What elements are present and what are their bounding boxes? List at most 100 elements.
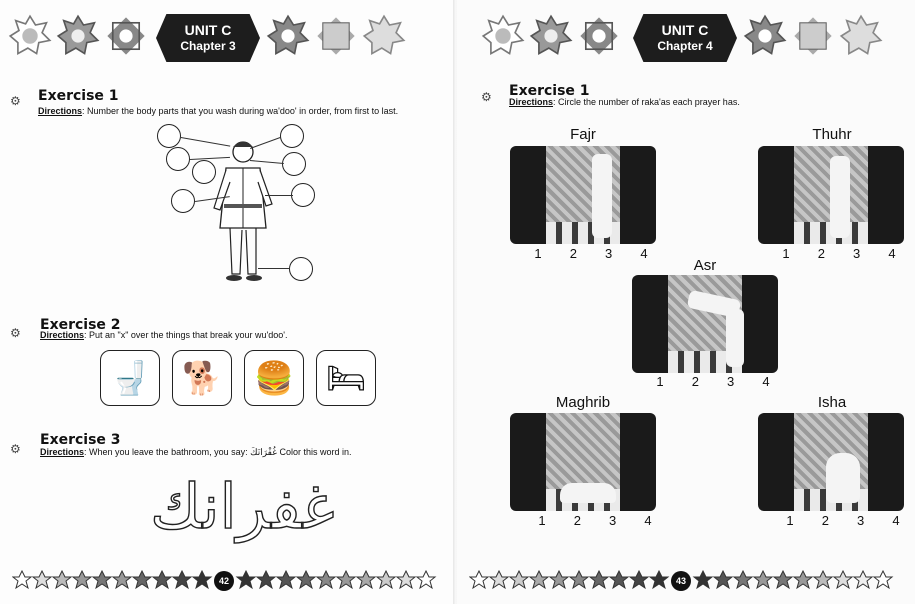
asr-rakah-numbers: 1 2 3 4	[653, 374, 773, 389]
answer-circle[interactable]	[289, 257, 313, 281]
thuhr-rakah-numbers: 1 2 3 4	[779, 246, 899, 261]
star-ornament-icon	[266, 14, 310, 56]
unit-label: UNIT C	[661, 22, 709, 38]
answer-circle[interactable]	[280, 124, 304, 148]
rakah-number-option[interactable]: 2	[573, 513, 581, 528]
dog-item-box[interactable]: 🐕	[172, 350, 232, 406]
chapter-header: UNIT C Chapter 3	[8, 10, 446, 66]
directions-label: Directions	[40, 330, 85, 340]
food-icon: 🍔	[254, 360, 294, 396]
gear-bullet-icon: ⚙	[10, 442, 21, 456]
directions-text: : Put an "x" over the things that break …	[84, 330, 288, 340]
answer-circle[interactable]	[171, 189, 195, 213]
rakah-number-option[interactable]: 2	[821, 513, 829, 528]
answer-circle[interactable]	[192, 160, 216, 184]
toilet-icon: 🚽	[110, 360, 150, 396]
star-ornament-icon	[794, 17, 832, 55]
asr-bowing-photo	[632, 275, 778, 373]
fajr-rakah-numbers: 1 2 3 4	[531, 246, 651, 261]
maghrib-prostrating-photo	[510, 413, 656, 511]
page-number: 43	[671, 571, 691, 591]
page-footer-border: 42	[11, 569, 442, 592]
bed-icon: 🛏	[325, 360, 367, 396]
connector-line	[258, 268, 290, 269]
rakah-number-option[interactable]: 4	[644, 513, 652, 528]
exercise3-directions: Directions: When you leave the bathroom,…	[40, 447, 440, 458]
star-ornament-icon	[839, 14, 883, 56]
star-ornament-icon	[743, 14, 787, 56]
rakah-number-option[interactable]: 1	[538, 513, 546, 528]
right-page: UNIT C Chapter 4 ⚙ Exercise 1 Directions…	[457, 0, 915, 604]
star-ornament-icon	[8, 14, 52, 56]
star-ornament-icon	[362, 14, 406, 56]
unit-label: UNIT C	[184, 22, 232, 38]
rakah-number-option[interactable]: 3	[853, 246, 861, 261]
isha-rakah-numbers: 1 2 3 4	[783, 513, 903, 528]
prayer-name-maghrib: Maghrib	[555, 394, 611, 411]
rakah-number-option[interactable]: 2	[817, 246, 825, 261]
gear-bullet-icon: ⚙	[481, 90, 492, 104]
star-ornament-icon	[317, 17, 355, 55]
fajr-standing-photo	[510, 146, 656, 244]
star-border-icon	[11, 569, 437, 590]
connector-line	[265, 195, 293, 196]
rakah-number-option[interactable]: 1	[534, 246, 542, 261]
directions-text: : When you leave the bathroom, you say: …	[84, 447, 352, 457]
directions-label: Directions	[38, 106, 83, 116]
exercise3-title: Exercise 3	[40, 432, 121, 448]
star-ornament-icon	[580, 17, 618, 55]
rakah-number-option[interactable]: 2	[691, 374, 699, 389]
answer-circle[interactable]	[157, 124, 181, 148]
directions-label: Directions	[40, 447, 85, 457]
dog-icon: 🐕	[182, 360, 222, 396]
rakah-number-option[interactable]: 3	[857, 513, 865, 528]
unit-badge: UNIT C Chapter 4	[633, 14, 737, 62]
prayer-name-isha: Isha	[817, 394, 847, 411]
arabic-word-outline[interactable]: غفرانك	[149, 469, 335, 543]
answer-circle[interactable]	[166, 147, 190, 171]
gear-bullet-icon: ⚙	[10, 94, 21, 108]
unit-badge: UNIT C Chapter 3	[156, 14, 260, 62]
star-border-icon	[468, 569, 894, 590]
rakah-number-option[interactable]: 1	[786, 513, 794, 528]
gear-bullet-icon: ⚙	[10, 326, 21, 340]
prayer-name-thuhr: Thuhr	[812, 126, 852, 143]
isha-sitting-photo	[758, 413, 904, 511]
rakah-number-option[interactable]: 3	[727, 374, 735, 389]
rakah-number-option[interactable]: 4	[762, 374, 770, 389]
rakah-number-option[interactable]: 3	[609, 513, 617, 528]
page-footer-border: 43	[468, 569, 903, 592]
food-item-box[interactable]: 🍔	[244, 350, 304, 406]
thuhr-standing-photo	[758, 146, 904, 244]
star-ornament-icon	[529, 14, 573, 56]
bed-item-box[interactable]: 🛏	[316, 350, 376, 406]
chapter-label: Chapter 4	[657, 39, 713, 53]
directions-text: : Number the body parts that you wash du…	[82, 106, 399, 116]
rakah-number-option[interactable]: 3	[605, 246, 613, 261]
toilet-item-box[interactable]: 🚽	[100, 350, 160, 406]
rakah-number-option[interactable]: 4	[888, 246, 896, 261]
chapter-label: Chapter 3	[180, 39, 236, 53]
star-ornament-icon	[107, 17, 145, 55]
exercise1-directions: Directions: Circle the number of raka'as…	[509, 97, 899, 107]
page-number: 42	[214, 571, 234, 591]
rakah-number-option[interactable]: 1	[656, 374, 664, 389]
exercise2-directions: Directions: Put an "x" over the things t…	[40, 330, 440, 340]
rakah-number-option[interactable]: 4	[640, 246, 648, 261]
rakah-number-option[interactable]: 4	[892, 513, 900, 528]
answer-circle[interactable]	[282, 152, 306, 176]
rakah-number-option[interactable]: 2	[569, 246, 577, 261]
answer-circle[interactable]	[291, 183, 315, 207]
book-gutter	[453, 0, 459, 604]
star-ornament-icon	[56, 14, 100, 56]
star-ornament-icon	[481, 14, 525, 56]
exercise2-title: Exercise 2	[40, 317, 121, 333]
prayer-name-asr: Asr	[693, 257, 717, 274]
exercise1-title: Exercise 1	[509, 83, 590, 99]
rakah-number-option[interactable]: 1	[782, 246, 790, 261]
chapter-header: UNIT C Chapter 4	[465, 10, 907, 66]
directions-text: : Circle the number of raka'as each pray…	[553, 97, 740, 107]
exercise1-title: Exercise 1	[38, 88, 119, 104]
exercise1-directions: Directions: Number the body parts that y…	[38, 106, 448, 116]
left-page: UNIT C Chapter 3 ⚙ Exercise 1 Directions…	[0, 0, 455, 604]
